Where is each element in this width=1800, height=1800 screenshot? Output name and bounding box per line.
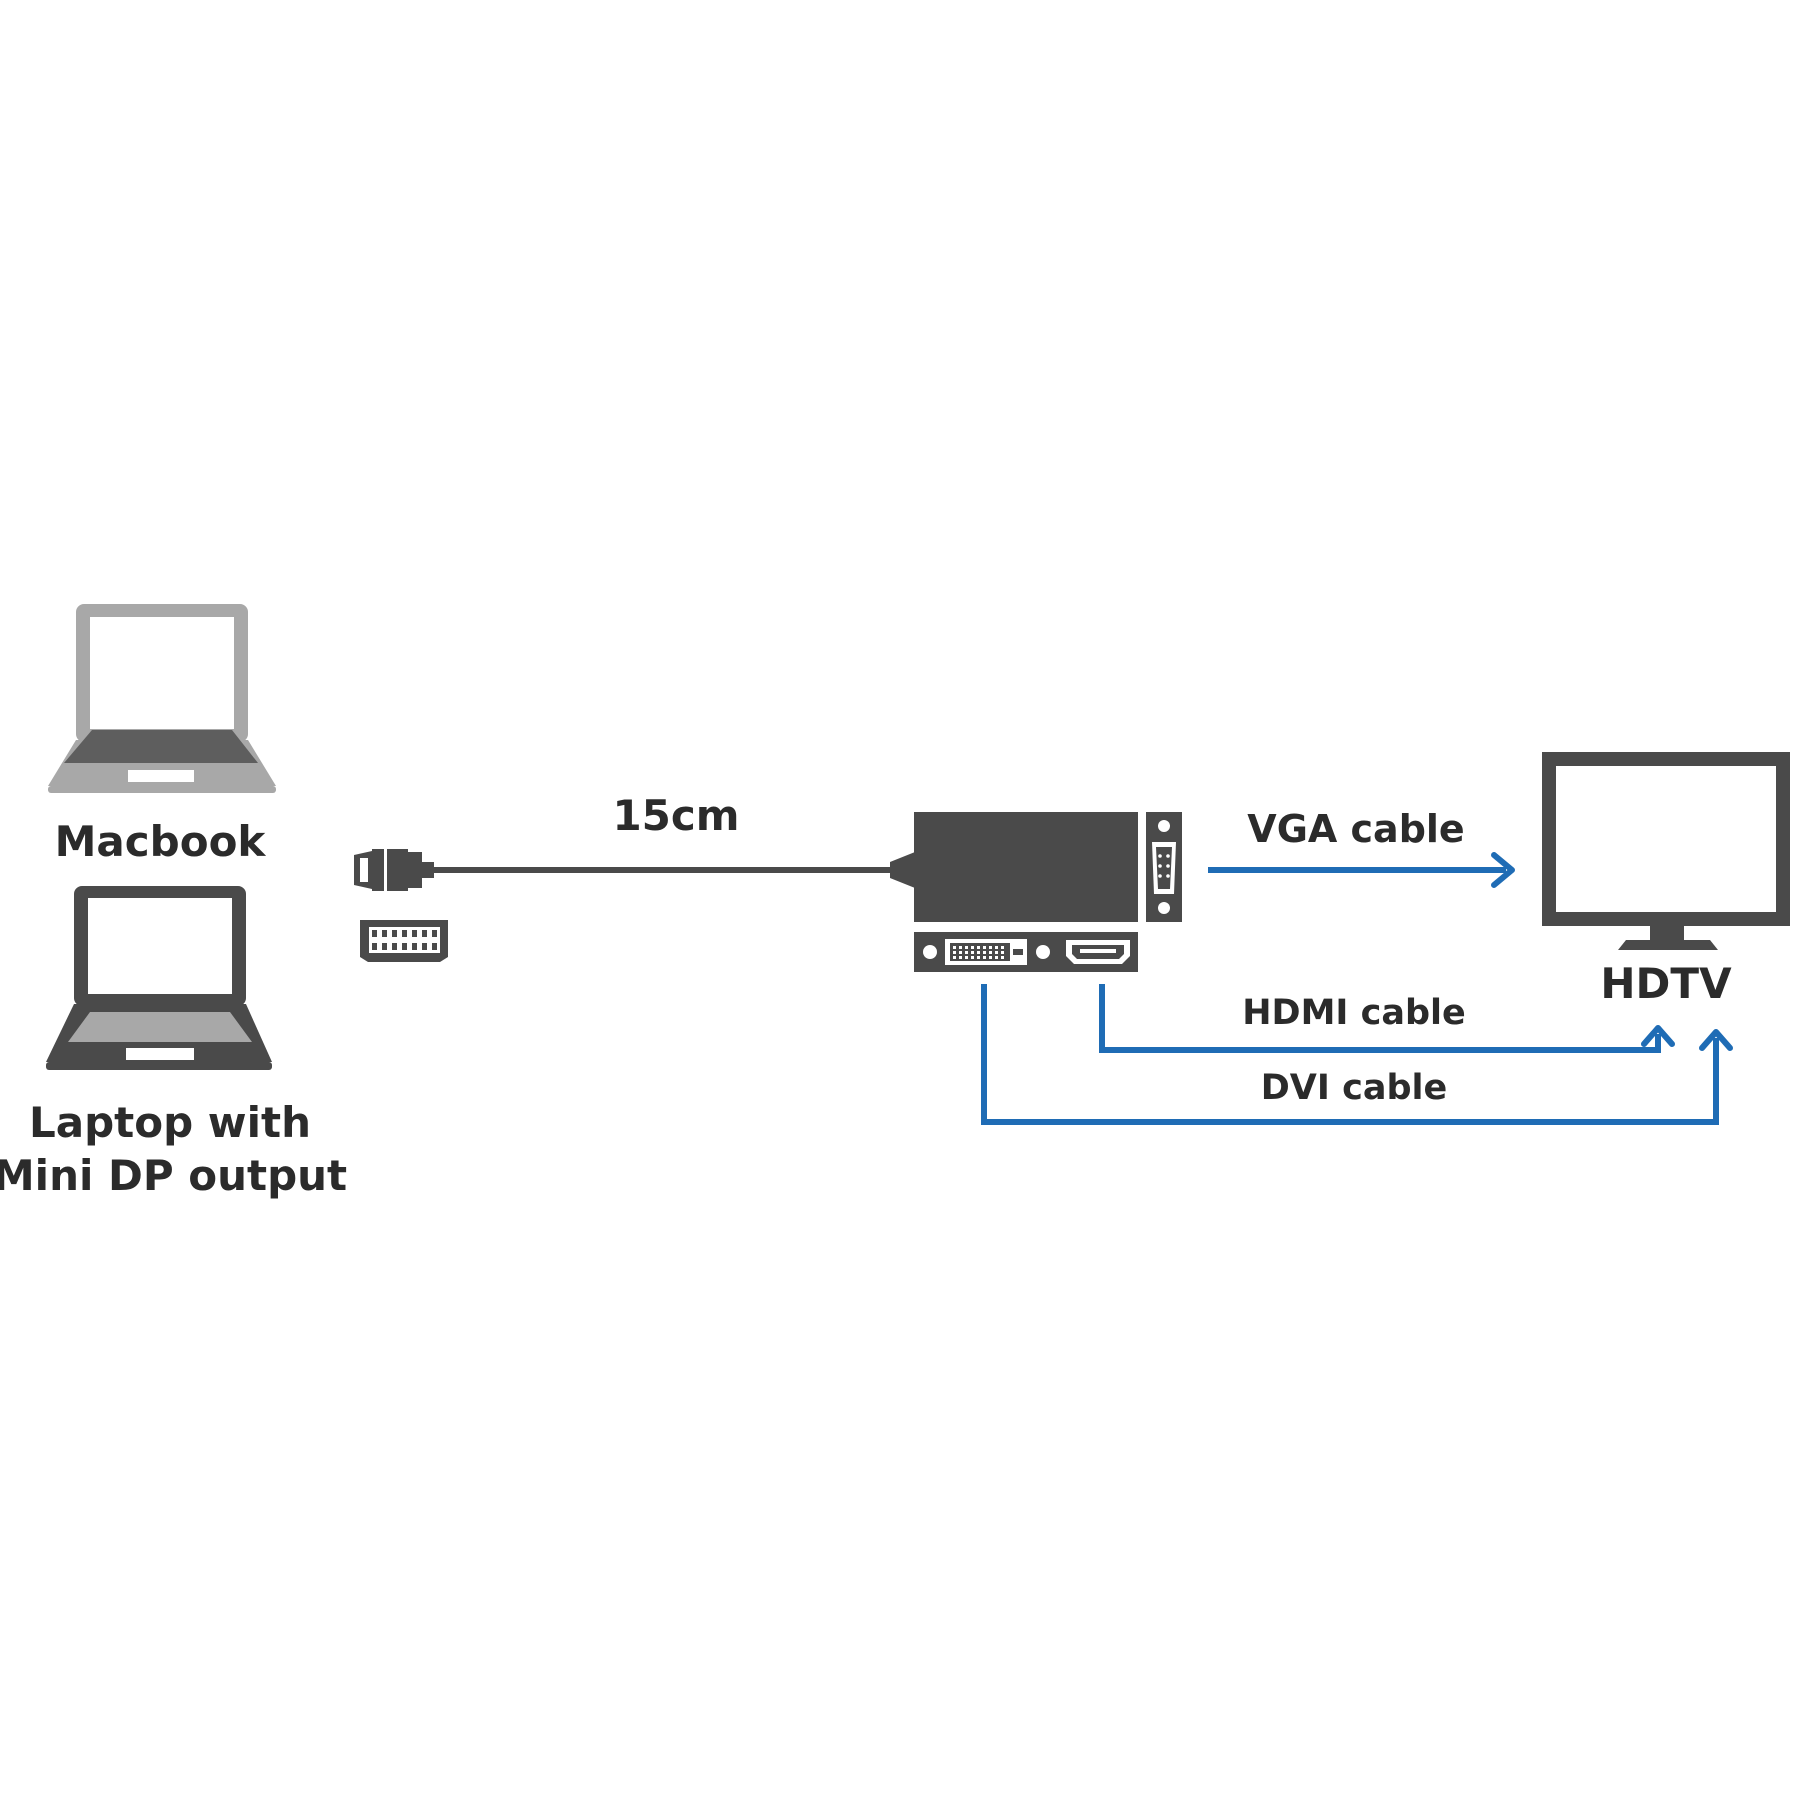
cable-length-label: 15cm (612, 791, 739, 840)
adapter-hub-icon (914, 812, 1138, 922)
macbook-label: Macbook (55, 817, 267, 866)
hdmi-cable-arrow (1099, 984, 1675, 1053)
laptop-icon (46, 886, 272, 1070)
monitor-icon (1542, 752, 1790, 950)
hdtv-label: HDTV (1600, 959, 1732, 1008)
vga-port-icon (1146, 812, 1182, 922)
vga-cable-arrow (1208, 852, 1515, 888)
laptop-label-line2: Mini DP output (0, 1151, 347, 1200)
mini-dp-cable (354, 849, 915, 891)
dvi-cable-arrow (981, 984, 1733, 1125)
macbook-icon (48, 604, 276, 793)
mini-displayport-port-icon (360, 920, 448, 962)
hdmi-port-icon (1066, 940, 1130, 964)
vga-cable-label: VGA cable (1247, 807, 1464, 851)
dvi-cable-label: DVI cable (1261, 1068, 1448, 1108)
hdmi-cable-label: HDMI cable (1242, 993, 1466, 1033)
laptop-label-line1: Laptop with (29, 1098, 311, 1147)
dvi-port-icon (923, 939, 1050, 965)
